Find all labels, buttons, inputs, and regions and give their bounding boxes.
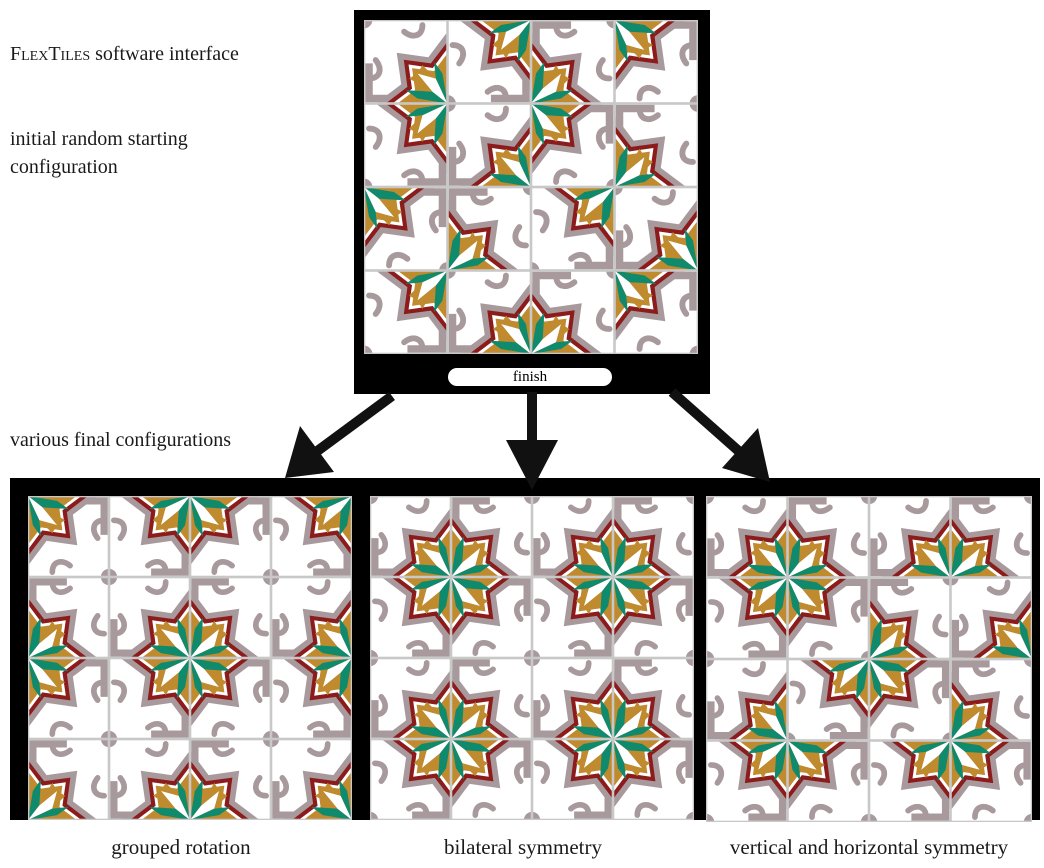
tile [613, 496, 694, 577]
grouped-rotation-grid [28, 496, 352, 820]
tile [271, 577, 352, 658]
tile[interactable] [459, 32, 623, 196]
tile [109, 496, 190, 577]
tile [28, 658, 109, 739]
tile[interactable] [523, 115, 687, 279]
tile [370, 658, 451, 739]
app-title-suffix: software interface [90, 43, 239, 65]
tile[interactable] [439, 262, 603, 354]
tile [869, 577, 951, 659]
tile [28, 739, 109, 820]
tile[interactable] [364, 32, 519, 196]
vertical-horizontal-symmetry-grid [706, 496, 1032, 822]
tile [950, 740, 1032, 822]
tile [869, 496, 951, 578]
tile [370, 496, 451, 577]
tile [787, 496, 869, 578]
tile[interactable] [364, 20, 519, 175]
tile[interactable] [459, 20, 623, 175]
tile [532, 739, 613, 820]
tile [271, 496, 352, 577]
tile [950, 496, 1032, 578]
tile [950, 577, 1032, 659]
tile [869, 740, 951, 822]
tile [613, 658, 694, 739]
tile[interactable] [439, 20, 603, 112]
caption-grouped-rotation: grouped rotation [111, 835, 251, 859]
tile [451, 658, 532, 739]
initial-tile-grid[interactable] [364, 20, 698, 354]
tile[interactable] [439, 95, 603, 259]
tile [613, 739, 694, 820]
tile [28, 577, 109, 658]
tile [706, 740, 788, 822]
tile [370, 577, 451, 658]
tile [706, 577, 788, 659]
arrow-to-grouped-rotation [285, 391, 395, 478]
tile[interactable] [606, 179, 698, 343]
arrow-to-bilateral-symmetry [506, 392, 558, 490]
tile [950, 659, 1032, 741]
app-name: FlexTiles [10, 43, 91, 65]
tile[interactable] [364, 115, 456, 279]
bilateral-symmetry-grid [370, 496, 694, 820]
tile [451, 739, 532, 820]
tile [787, 740, 869, 822]
tile[interactable] [543, 199, 698, 354]
tile [532, 496, 613, 577]
caption-bilateral-symmetry: bilateral symmetry [443, 835, 603, 859]
tile [190, 577, 271, 658]
tile [190, 739, 271, 820]
tile [109, 739, 190, 820]
tile [109, 577, 190, 658]
finish-button[interactable]: finish [448, 368, 612, 386]
tile [190, 658, 271, 739]
tile[interactable] [459, 262, 623, 354]
tile [787, 577, 869, 659]
tile [613, 577, 694, 658]
tile [451, 496, 532, 577]
tile [370, 739, 451, 820]
tile [451, 577, 532, 658]
tile[interactable] [543, 95, 698, 259]
tile [28, 496, 109, 577]
tile[interactable] [543, 20, 698, 112]
final-configs-label: various final configurations [10, 429, 232, 451]
tile [190, 496, 271, 577]
tile[interactable] [364, 199, 519, 354]
app-title: FlexTiles software interface [10, 40, 239, 68]
tile [532, 658, 613, 739]
tile [706, 496, 788, 578]
initial-config-label: initial random starting configuration [10, 128, 188, 178]
tile [271, 658, 352, 739]
tile[interactable] [376, 179, 540, 343]
tile [532, 577, 613, 658]
caption-vertical-horizontal-symmetry: vertical and horizontal symmetry [729, 835, 1009, 859]
arrow-to-vertical-horizontal-symmetry [668, 388, 770, 482]
tile [271, 739, 352, 820]
tile [787, 659, 869, 741]
tile [869, 659, 951, 741]
tile [109, 658, 190, 739]
tile [706, 659, 788, 741]
